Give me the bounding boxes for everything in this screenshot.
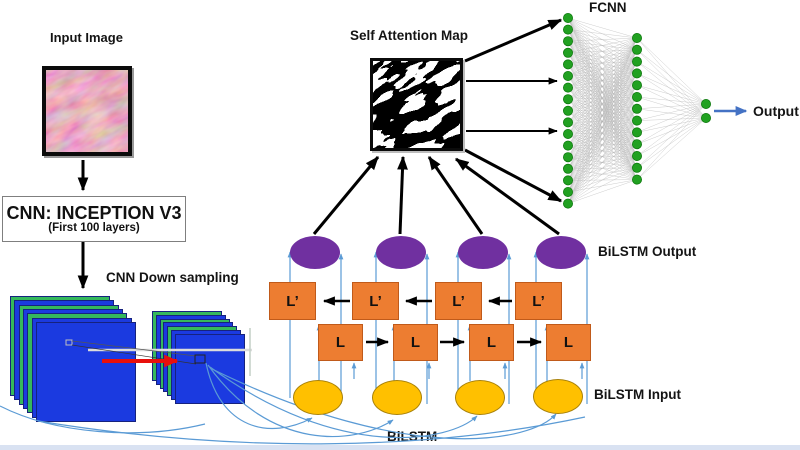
fcnn-node bbox=[563, 12, 574, 23]
lstm-backward-cell-1: L’ bbox=[269, 282, 316, 320]
fcnn-node bbox=[563, 163, 574, 174]
self-attention-map-image bbox=[287, 0, 550, 236]
feature-map-sheet bbox=[174, 333, 245, 404]
fcnn-node bbox=[632, 115, 643, 126]
bilstm-input-label: BiLSTM Input bbox=[594, 387, 681, 402]
fcnn-node bbox=[701, 99, 712, 110]
fcnn-node bbox=[563, 47, 574, 58]
cnn-downsampling-label: CNN Down sampling bbox=[106, 270, 239, 285]
fcnn-node bbox=[632, 139, 643, 150]
fcnn-node bbox=[632, 174, 643, 185]
fcnn-node bbox=[563, 94, 574, 105]
fcnn-node bbox=[632, 33, 643, 44]
fcnn-node bbox=[563, 82, 574, 93]
bilstm-output-node-4 bbox=[536, 236, 586, 269]
lstm-backward-cell-2: L’ bbox=[352, 282, 399, 320]
bilstm-input-node-4 bbox=[533, 379, 583, 414]
bilstm-output-node-2 bbox=[376, 236, 426, 269]
fcnn-node bbox=[632, 162, 643, 173]
bilstm-input-node-3 bbox=[455, 380, 505, 415]
fcnn-node bbox=[632, 127, 643, 138]
fcnn-node bbox=[563, 105, 574, 116]
fcnn-node bbox=[563, 71, 574, 82]
fcnn-node bbox=[632, 56, 643, 67]
lstm-forward-cell-2: L bbox=[393, 324, 438, 361]
fcnn-node bbox=[563, 140, 574, 151]
fcnn-network bbox=[563, 12, 712, 209]
fcnn-node bbox=[632, 44, 643, 55]
fcnn-node bbox=[632, 92, 643, 103]
cnn-inception-box: CNN: INCEPTION V3 (First 100 layers) bbox=[2, 196, 186, 242]
bottom-strip bbox=[0, 445, 800, 450]
zoom-annotation bbox=[65, 328, 252, 376]
fcnn-node bbox=[632, 103, 643, 114]
fcnn-node bbox=[563, 198, 574, 209]
fcnn-node bbox=[563, 59, 574, 70]
output-label: Output bbox=[753, 103, 799, 119]
fcnn-node bbox=[632, 150, 643, 161]
fcnn-node bbox=[563, 117, 574, 128]
bilstm-output-node-3 bbox=[458, 236, 508, 269]
bilstm-output-node-1 bbox=[290, 236, 340, 269]
fcnn-node bbox=[632, 68, 643, 79]
lstm-forward-cell-4: L bbox=[546, 324, 591, 361]
fcnn-node bbox=[563, 24, 574, 35]
fcnn-node bbox=[563, 175, 574, 186]
lstm-forward-cell-3: L bbox=[469, 324, 514, 361]
fcnn-node bbox=[701, 113, 712, 124]
input-image-label: Input Image bbox=[50, 30, 123, 45]
flow-arrows bbox=[77, 18, 563, 347]
self-attention-map-label: Self Attention Map bbox=[350, 28, 468, 43]
feature-map-sheet bbox=[35, 321, 136, 422]
lstm-backward-cell-4: L’ bbox=[515, 282, 562, 320]
fcnn-node bbox=[563, 186, 574, 197]
bilstm-output-label: BiLSTM Output bbox=[598, 244, 697, 259]
fcnn-node bbox=[563, 128, 574, 139]
lstm-backward-cell-3: L’ bbox=[435, 282, 482, 320]
fcnn-label: FCNN bbox=[589, 0, 627, 15]
fcnn-node bbox=[563, 36, 574, 47]
cnn-box-subtitle: (First 100 layers) bbox=[48, 222, 140, 235]
fcnn-node bbox=[632, 80, 643, 91]
cnn-box-title: CNN: INCEPTION V3 bbox=[6, 202, 182, 223]
fcnn-node bbox=[563, 152, 574, 163]
bilstm-input-node-2 bbox=[372, 380, 422, 415]
downsample-to-bilstm-connectors bbox=[0, 362, 586, 445]
histology-input-image bbox=[0, 0, 215, 235]
bilstm-input-node-1 bbox=[293, 380, 343, 415]
lstm-forward-cell-1: L bbox=[318, 324, 363, 361]
